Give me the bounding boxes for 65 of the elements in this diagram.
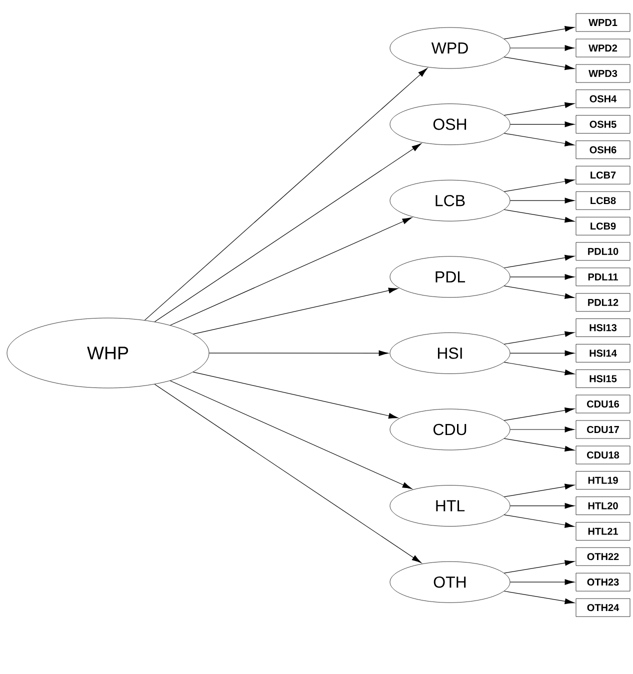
arrow xyxy=(170,380,412,490)
leaf-box: OTH24 xyxy=(576,598,630,617)
arrow xyxy=(504,26,574,40)
leaf-box: CDU18 xyxy=(576,446,630,464)
arrow xyxy=(504,514,574,528)
ellipse-node: WHP xyxy=(6,318,210,388)
arrow xyxy=(504,560,574,574)
arrow xyxy=(510,198,574,204)
arrow xyxy=(510,121,574,128)
arrow xyxy=(192,372,398,419)
arrow xyxy=(192,288,398,334)
arrow xyxy=(170,217,412,326)
leaf-box: HSI15 xyxy=(576,370,630,388)
arrow xyxy=(504,484,574,498)
leaf-box: CDU17 xyxy=(576,420,630,439)
ellipse-node: HTL xyxy=(390,485,510,526)
leaf-box: OSH6 xyxy=(576,140,630,159)
leaf-box: HSI14 xyxy=(576,344,630,362)
arrow xyxy=(504,286,574,299)
leaf-box: LCB9 xyxy=(576,216,630,236)
leaf-box: LCB8 xyxy=(576,191,630,210)
leaf-box: OSH4 xyxy=(576,90,630,108)
leaf-box: LCB7 xyxy=(576,166,630,184)
arrow xyxy=(504,407,574,421)
arrow xyxy=(504,209,574,223)
ellipse-node: CDU xyxy=(390,408,510,450)
leaf-box: WPD1 xyxy=(576,13,630,32)
arrow xyxy=(504,133,574,146)
arrow xyxy=(510,579,574,585)
ellipse-node: HSI xyxy=(390,332,510,374)
ellipse-node: LCB xyxy=(390,180,510,222)
leaf-box: OTH22 xyxy=(576,547,630,566)
arrow xyxy=(504,254,574,268)
leaf-box: OSH5 xyxy=(576,115,630,134)
arrow xyxy=(208,350,388,356)
arrow xyxy=(504,331,574,344)
arrow xyxy=(510,45,574,51)
ellipse-node: OTH xyxy=(390,561,510,603)
leaf-box: WPD2 xyxy=(576,38,630,58)
leaf-box: PDL11 xyxy=(576,268,630,286)
leaf-box: HTL21 xyxy=(576,522,630,540)
ellipse-node: OSH xyxy=(390,104,510,145)
arrow xyxy=(154,143,422,322)
arrow xyxy=(504,102,574,116)
arrow xyxy=(504,438,574,452)
arrow xyxy=(504,362,574,376)
leaf-box: PDL10 xyxy=(576,242,630,261)
ellipse-node: PDL xyxy=(390,256,510,298)
leaf-box: WPD3 xyxy=(576,64,630,83)
leaf-box: OTH23 xyxy=(576,572,630,592)
arrow xyxy=(504,590,574,604)
leaf-box: HTL20 xyxy=(576,496,630,515)
ellipse-node: WPD xyxy=(390,27,510,69)
arrow xyxy=(144,68,428,321)
arrow xyxy=(510,426,574,432)
arrow xyxy=(504,56,574,70)
arrow xyxy=(510,502,574,509)
leaf-box: HSI13 xyxy=(576,318,630,337)
leaf-box: CDU16 xyxy=(576,394,630,414)
leaf-box: HTL19 xyxy=(576,471,630,490)
leaf-box: PDL12 xyxy=(576,293,630,312)
arrow xyxy=(510,350,574,356)
arrow xyxy=(154,384,422,564)
arrow xyxy=(504,178,574,192)
arrow xyxy=(510,274,574,280)
